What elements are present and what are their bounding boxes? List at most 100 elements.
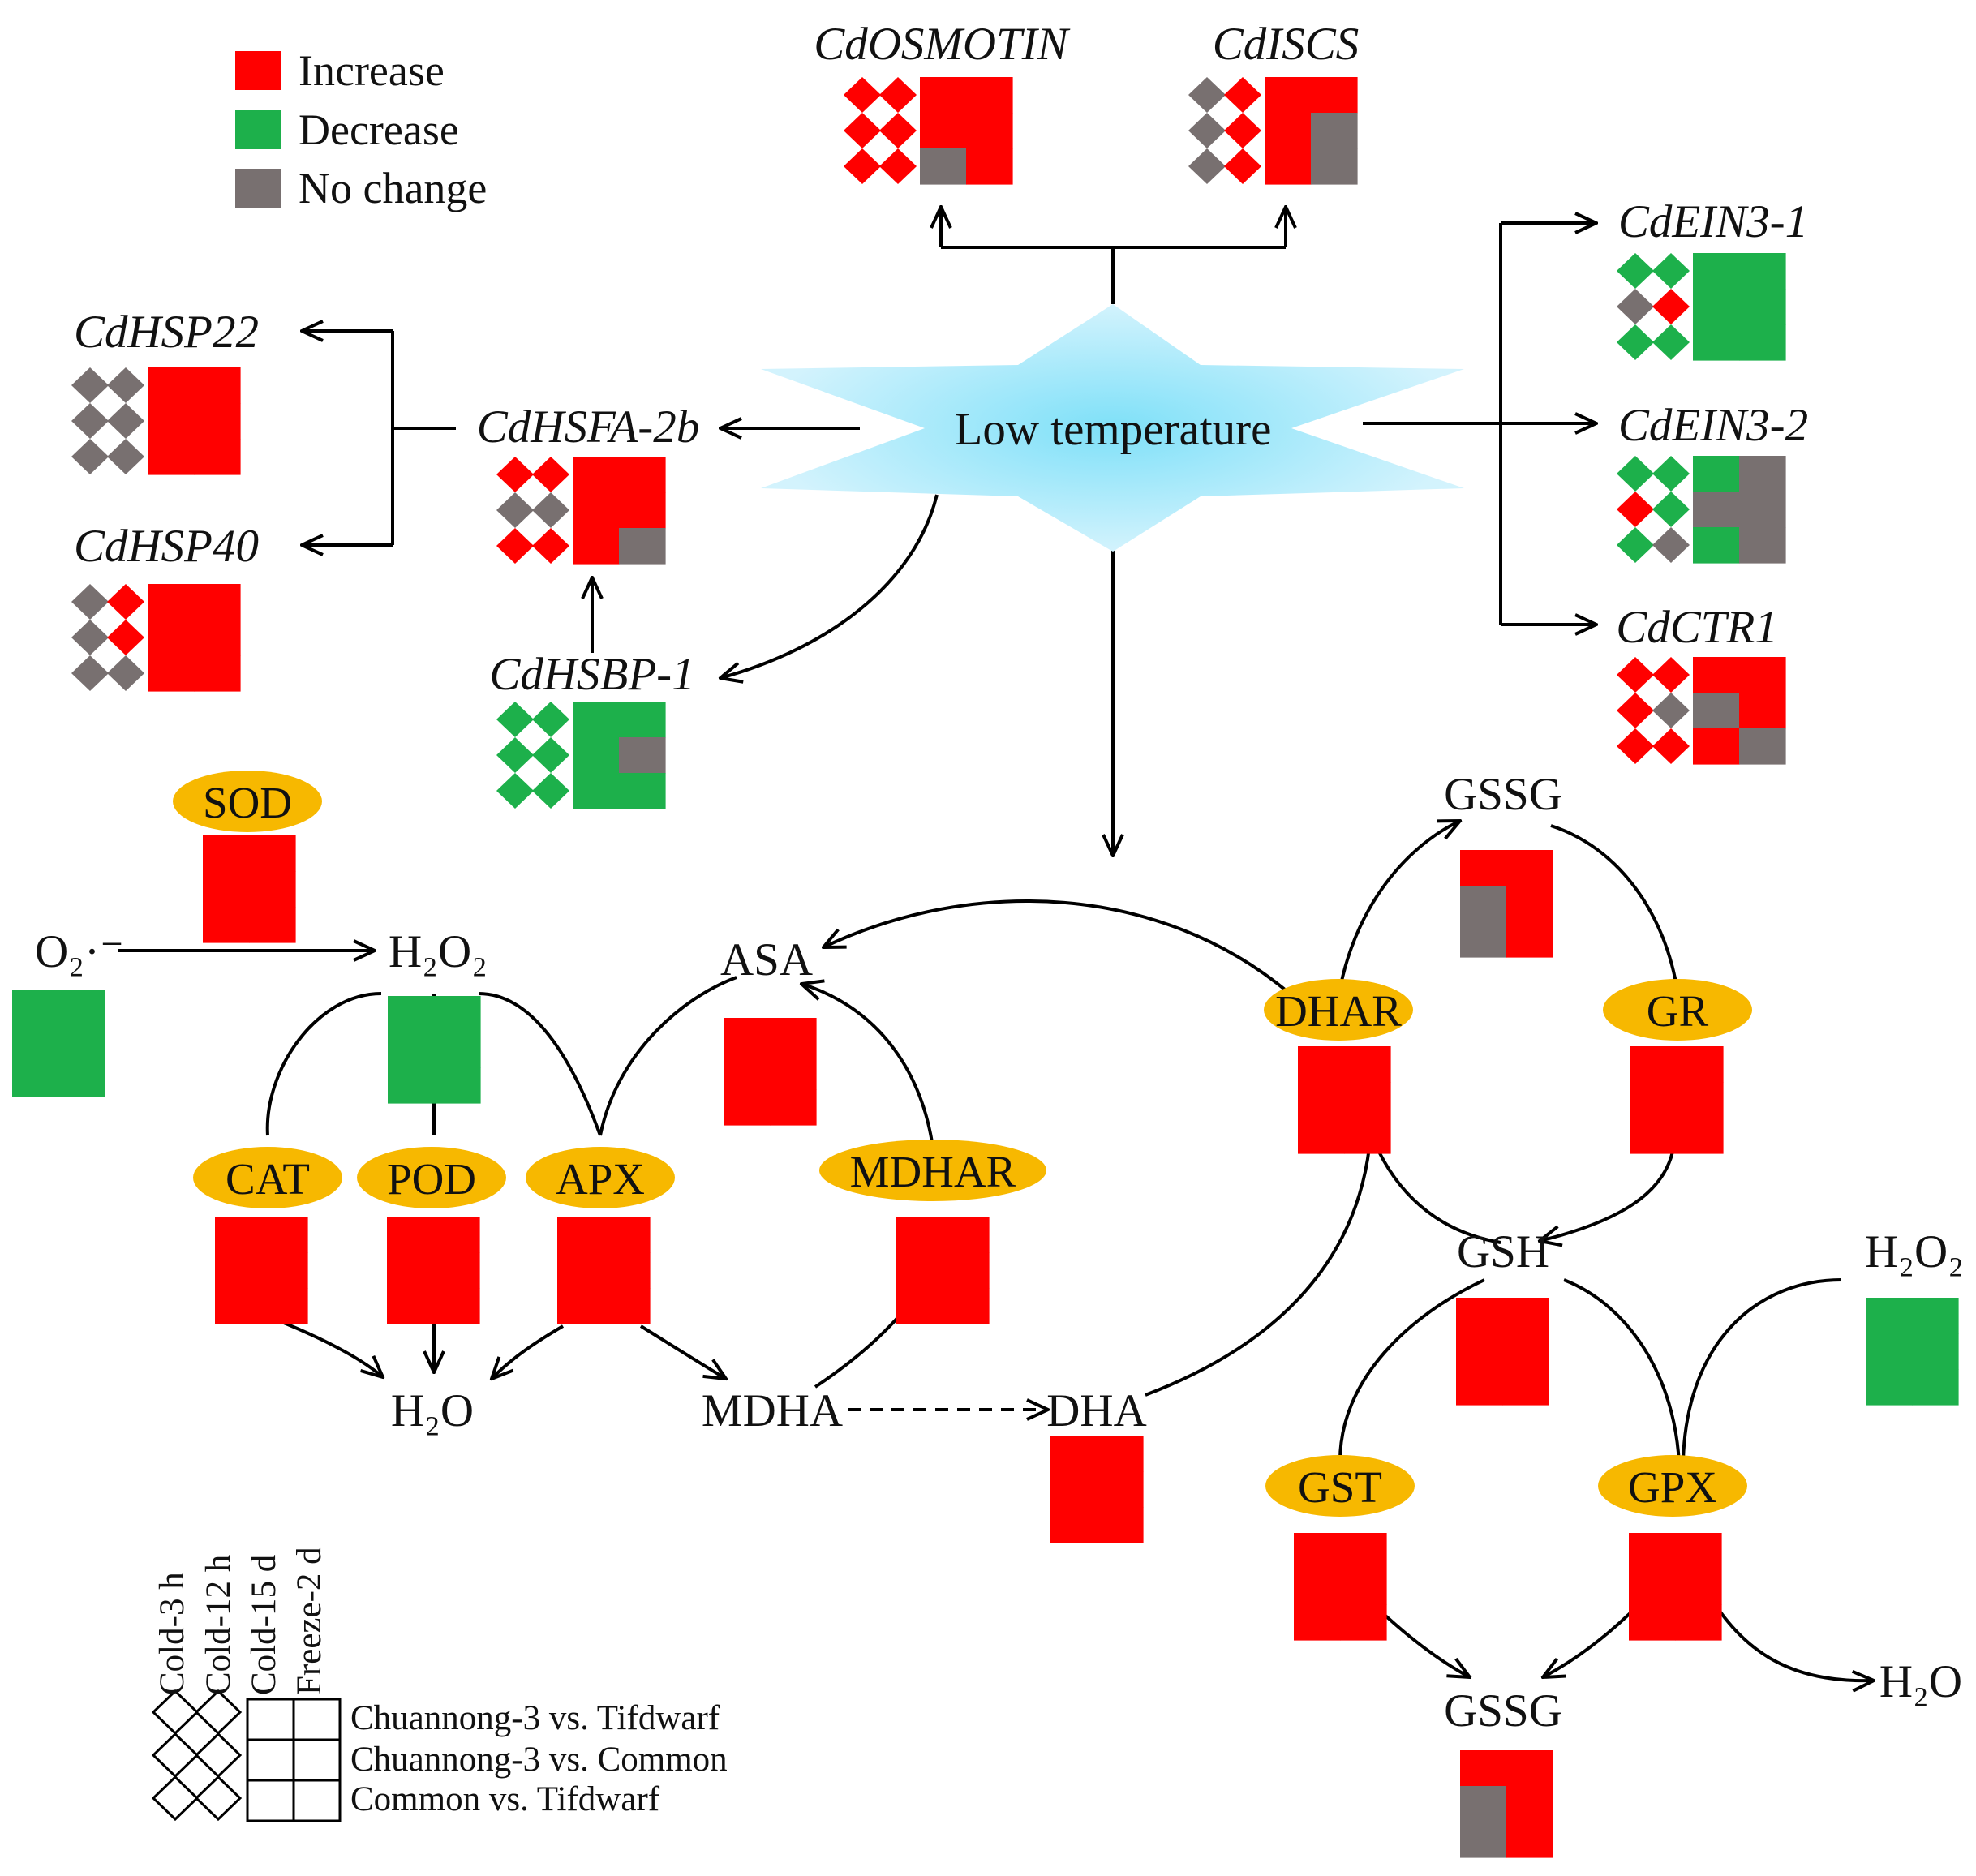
glyph-cat-cell xyxy=(261,1288,308,1324)
glyph-h2o2-left xyxy=(388,996,481,1104)
enzyme-apx: APX xyxy=(526,1147,675,1208)
glyph-h2o2-left-cell xyxy=(434,1067,481,1104)
key-row-1: Chuannong-3 vs. Tifdwarf xyxy=(350,1699,720,1737)
enzyme-gst: GST xyxy=(1265,1455,1415,1517)
glyph-gsh-cell xyxy=(1502,1369,1549,1406)
enzyme-mdhar-label: MDHAR xyxy=(850,1147,1016,1196)
glyph-cdein3-2-diamonds-cell xyxy=(1652,456,1690,492)
glyph-dhar-cell xyxy=(1298,1082,1345,1118)
glyph-asa-cell xyxy=(724,1054,771,1090)
glyph-gsh-cell xyxy=(1502,1298,1549,1334)
key-block-cell xyxy=(246,1779,295,1822)
glyph-cdiscs-blocks-cell xyxy=(1265,148,1312,185)
glyph-cdein3-2-blocks-cell xyxy=(1693,456,1740,492)
glyph-pod-cell xyxy=(433,1288,480,1324)
glyph-dha-cell xyxy=(1050,1471,1098,1508)
glyph-gssg-top-cell xyxy=(1460,921,1507,958)
gene-label-cdhsp22: CdHSP22 xyxy=(74,307,259,358)
enzyme-cat: CAT xyxy=(193,1147,342,1208)
enzyme-dhar-ellipse xyxy=(1264,979,1413,1041)
metabolite-h2o2-left: H₂O₂ xyxy=(389,926,488,977)
glyph-pod-cell xyxy=(387,1288,434,1324)
glyph-gssg-bottom xyxy=(1460,1750,1553,1858)
glyph-gssg-bottom-cell xyxy=(1460,1822,1507,1858)
glyph-cdhsp40-blocks-cell xyxy=(194,584,241,620)
enzyme-pod: POD xyxy=(357,1147,506,1208)
gene-label-cdhsfa-2b: CdHSFA-2b xyxy=(477,401,699,453)
glyph-dha-cell xyxy=(1050,1507,1098,1543)
glyph-cdhsp22-blocks-cell xyxy=(148,439,195,475)
glyph-cdctr1-blocks-cell xyxy=(1739,657,1786,693)
glyph-apx-cell xyxy=(557,1252,604,1289)
glyph-cdiscs-diamonds-cell xyxy=(1188,77,1226,113)
key-block-cell xyxy=(246,1738,295,1782)
metabolite-dha: DHA xyxy=(1046,1385,1147,1436)
gene-label-cdhsbp-1: CdHSBP-1 xyxy=(489,649,694,700)
enzyme-sod: SOD xyxy=(173,771,322,832)
glyph-cdctr1-blocks-cell xyxy=(1739,728,1786,765)
glyph-o2 xyxy=(12,990,105,1097)
glyph-dha xyxy=(1050,1436,1144,1543)
pathway-arrows xyxy=(118,821,1874,1681)
glyph-cdein3-1-blocks-cell xyxy=(1739,253,1786,290)
legend-label-decrease: Decrease xyxy=(299,105,459,154)
glyph-asa-cell xyxy=(770,1018,817,1054)
glyph-cdein3-1-diamonds xyxy=(1617,253,1690,360)
glyph-cdein3-2-blocks-cell xyxy=(1693,492,1740,528)
glyph-cdhsbp-1-diamonds-cell xyxy=(532,773,569,809)
glyph-cdhsbp-1-blocks-cell xyxy=(619,737,666,774)
metabolite-gsh: GSH xyxy=(1457,1226,1549,1277)
glyph-cdctr1-diamonds-cell xyxy=(1652,657,1690,693)
glyph-cdhsp22-blocks-cell xyxy=(194,403,241,440)
glyph-cdctr1-diamonds-cell xyxy=(1617,728,1654,764)
glyph-gst-cell xyxy=(1340,1533,1387,1569)
glyph-dha-cell xyxy=(1050,1436,1098,1472)
glyph-apx-cell xyxy=(604,1217,651,1253)
glyph-cdhsfa-2b-diamonds-cell xyxy=(496,457,534,492)
glyph-cdhsp40-diamonds-cell xyxy=(71,655,109,691)
glyph-cdein3-1-diamonds-cell xyxy=(1617,289,1654,324)
glyph-cdosmotin-blocks-cell xyxy=(966,77,1013,114)
glyph-cdctr1-blocks-cell xyxy=(1739,693,1786,729)
glyph-sod-cell xyxy=(203,835,250,872)
enzyme-mdhar-ellipse xyxy=(819,1140,1046,1201)
enzyme-gst-ellipse xyxy=(1265,1455,1415,1517)
glyph-cdosmotin-blocks-cell xyxy=(966,148,1013,185)
glyph-asa xyxy=(724,1018,817,1126)
glyph-cdhsp22-diamonds-cell xyxy=(71,367,109,403)
glyph-dhar-cell xyxy=(1344,1118,1391,1154)
glyph-cdein3-1-blocks-cell xyxy=(1693,324,1740,361)
glyph-apx-cell xyxy=(604,1288,651,1324)
glyph-cdein3-1-blocks-cell xyxy=(1693,289,1740,325)
metabolite-h2o-right: H₂O xyxy=(1879,1656,1962,1707)
metabolite-mdha: MDHA xyxy=(702,1385,843,1436)
enzyme-dhar-label: DHAR xyxy=(1275,986,1402,1036)
glyph-pod-cell xyxy=(387,1252,434,1289)
glyph-cdhsbp-1-diamonds-cell xyxy=(496,702,534,737)
glyph-gst-cell xyxy=(1340,1604,1387,1641)
glyph-cdein3-2-diamonds xyxy=(1617,456,1690,563)
glyph-cdhsbp-1-diamonds-cell xyxy=(532,737,569,773)
glyph-dhar-cell xyxy=(1344,1082,1391,1118)
legend-label-increase: Increase xyxy=(299,46,445,95)
glyph-cat-cell xyxy=(215,1288,262,1324)
glyph-cdhsbp-1-diamonds xyxy=(496,702,569,809)
glyph-cdhsp22-diamonds-cell xyxy=(107,439,144,474)
key-diamond-cell xyxy=(151,1775,200,1822)
glyph-dha-cell xyxy=(1097,1436,1144,1472)
glyph-cdhsp40-blocks-cell xyxy=(148,584,195,620)
glyph-gsh-cell xyxy=(1456,1298,1503,1334)
glyph-cdhsp22-diamonds-cell xyxy=(107,403,144,439)
glyph-cdhsp22-blocks-cell xyxy=(194,367,241,404)
glyph-dhar-cell xyxy=(1298,1118,1345,1154)
glyph-asa-cell xyxy=(724,1018,771,1054)
glyph-cdhsbp-1-blocks xyxy=(573,702,666,809)
glyph-gssg-top-cell xyxy=(1460,886,1507,922)
glyph-h2o2-right-cell xyxy=(1912,1298,1959,1334)
glyph-o2-cell xyxy=(12,1025,59,1062)
glyph-cdhsp40-blocks-cell xyxy=(194,655,241,692)
glyph-cdein3-1-diamonds-cell xyxy=(1652,324,1690,360)
glyph-o2-cell xyxy=(58,1025,105,1062)
